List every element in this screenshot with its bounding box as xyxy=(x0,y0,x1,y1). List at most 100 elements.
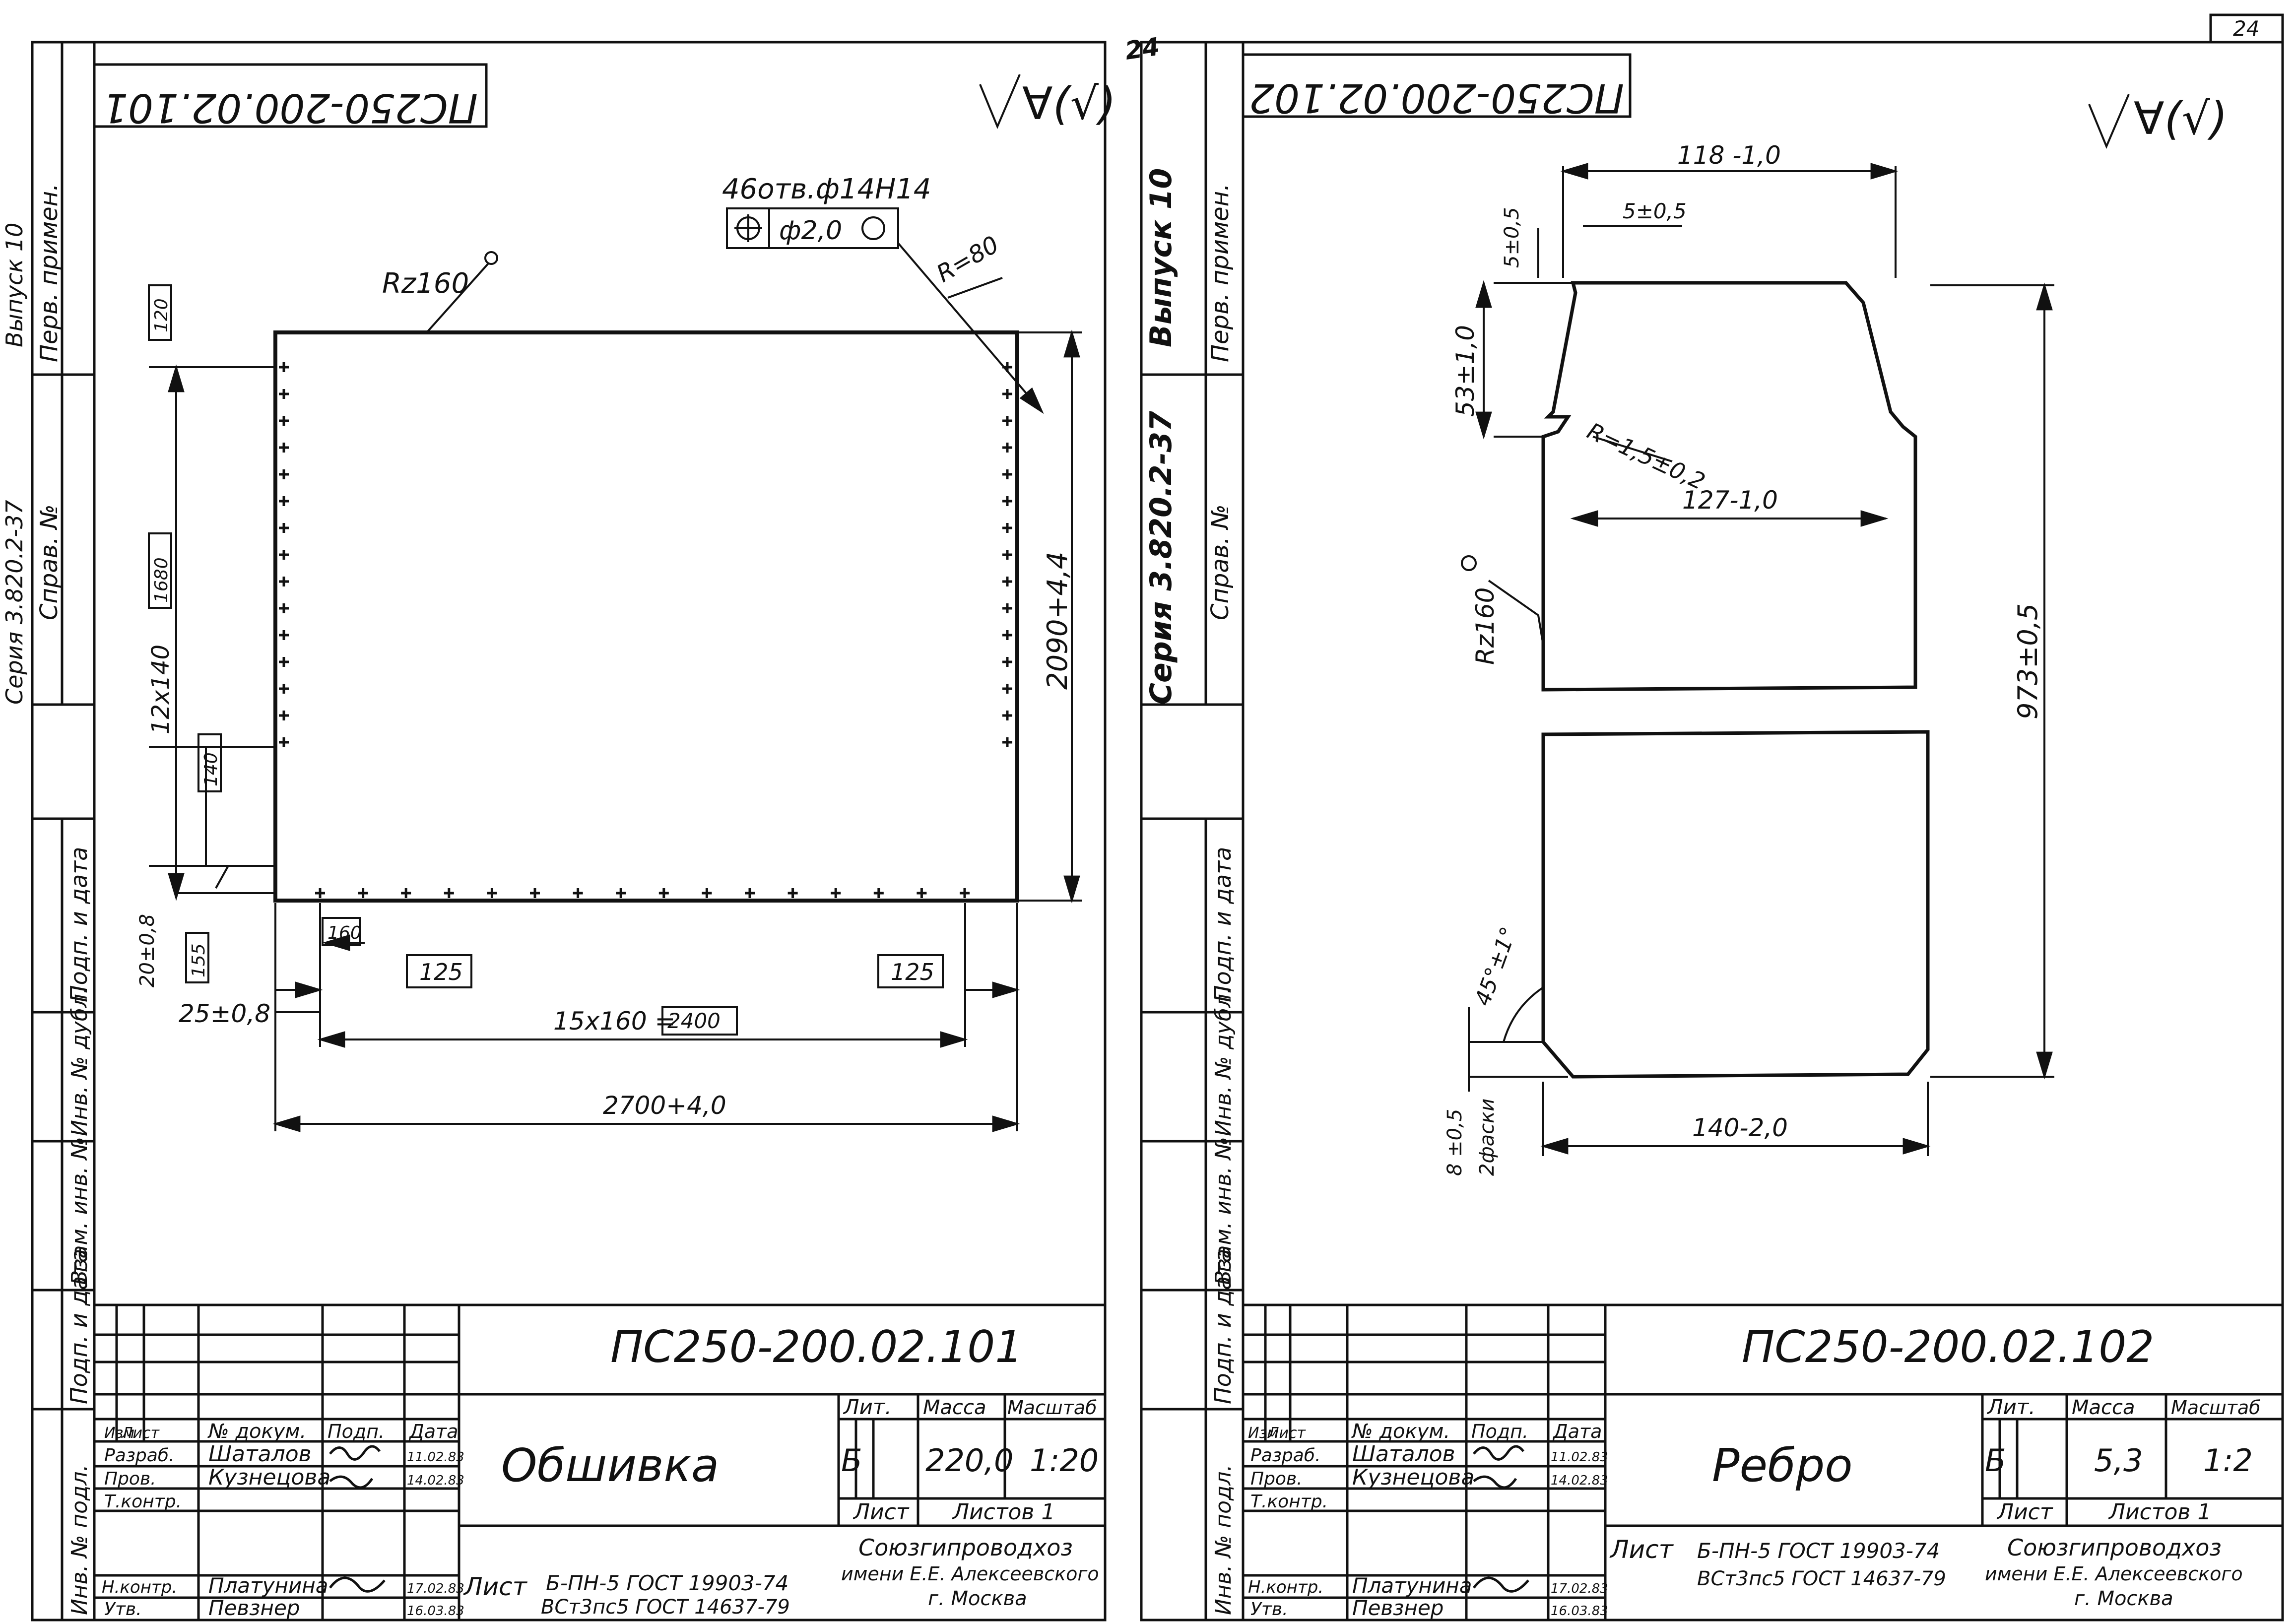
tb1-h-date: Дата xyxy=(408,1421,458,1442)
tb1-code: ПС250-200.02.101 xyxy=(610,1321,1023,1372)
left-mirrored-code: ПС250-200.02.101 xyxy=(103,85,478,131)
sign-date-label-1: Подп. и дата xyxy=(66,847,92,1002)
hole-mark xyxy=(279,362,289,372)
tb1-material-2: ВСт3пс5 ГОСТ 14637-79 xyxy=(541,1596,790,1619)
tb1-role-0: Разраб. xyxy=(104,1445,174,1466)
rib-dim-5v: 5±0,5 xyxy=(1501,207,1523,268)
dim-1680: 1680 xyxy=(151,557,172,603)
dim-125-right: 125 xyxy=(891,959,934,985)
tb2-role-0: Разраб. xyxy=(1250,1445,1320,1466)
hole-mark xyxy=(658,888,669,898)
left-series-label: Серия 3.820.2-37 xyxy=(1,500,28,705)
tb1-sheets: Листов 1 xyxy=(952,1499,1055,1525)
tb2-role-1: Пров. xyxy=(1250,1469,1303,1489)
ref-no-label-r: Справ. № xyxy=(1206,504,1234,620)
tb1-name-1: Кузнецова xyxy=(208,1465,330,1490)
tb2-org-1: Союзгипроводхоз xyxy=(2007,1534,2222,1561)
first-use-label: Перв. примен. xyxy=(35,184,63,362)
tb1-date-5: 16.03.83 xyxy=(407,1604,464,1619)
tb1-role-2: Т.контр. xyxy=(104,1492,182,1512)
hole-mark xyxy=(279,630,289,640)
hole-mark xyxy=(279,496,289,506)
tb2-material-2: ВСт3пс5 ГОСТ 14637-79 xyxy=(1697,1567,1946,1590)
hole-mark xyxy=(1002,416,1012,426)
hole-mark xyxy=(487,888,497,898)
hole-mark xyxy=(279,711,289,720)
tb1-role-5: Утв. xyxy=(104,1599,142,1620)
tb1-h-izm: Изм xyxy=(104,1425,134,1442)
hole-mark xyxy=(315,888,325,898)
tb1-material-1: Б-ПН-5 ГОСТ 19903-74 xyxy=(546,1571,788,1595)
hole-marks xyxy=(279,362,1012,898)
left-mirrored-code-box xyxy=(93,63,488,128)
hole-mark xyxy=(745,888,755,898)
dim-12x140: 12x140 xyxy=(147,645,175,734)
rib-roughness: Rz160 xyxy=(1471,587,1500,665)
sign-date-label-r2: Подп. и дата xyxy=(1209,1249,1236,1404)
dim-140: 140 xyxy=(201,752,221,786)
tb2-org-2: имени Е.Е. Алексеевского xyxy=(1985,1563,2243,1585)
hole-mark xyxy=(279,550,289,560)
hole-mark xyxy=(401,888,411,898)
tb1-lit-header: Лит. xyxy=(843,1395,892,1419)
tb1-material-label: Лист xyxy=(463,1572,528,1601)
hole-mark xyxy=(1002,630,1012,640)
page-number-small: 24 xyxy=(1123,32,1162,65)
hole-mark xyxy=(279,737,289,747)
rib-angle: 45°±1° xyxy=(1470,923,1521,1009)
first-use-label-r: Перв. примен. xyxy=(1206,184,1234,362)
hole-mark xyxy=(1002,389,1012,399)
inv-orig-label: Инв. № подл. xyxy=(67,1464,92,1615)
tb2-h-sign: Подп. xyxy=(1471,1421,1528,1442)
hole-mark xyxy=(358,888,368,898)
hole-mark xyxy=(279,603,289,613)
hole-mark xyxy=(1002,657,1012,667)
tb2-h-doc: № докум. xyxy=(1351,1420,1450,1443)
tb1-mass-header: Масса xyxy=(923,1396,986,1419)
tb1-h-sign: Подп. xyxy=(328,1421,385,1442)
tb2-role-2: Т.контр. xyxy=(1250,1492,1328,1512)
tb2-h-date: Дата xyxy=(1552,1421,1602,1442)
tb2-sheet: Лист xyxy=(1996,1499,2053,1525)
hole-mark xyxy=(530,888,540,898)
hole-mark xyxy=(960,888,970,898)
dim-125-left: 125 xyxy=(419,959,463,985)
tb2-date-4: 17.02.83 xyxy=(1551,1581,1608,1596)
tb2-material-label: Лист xyxy=(1609,1535,1674,1564)
tb1-name: Обшивка xyxy=(501,1439,719,1492)
hole-mark xyxy=(279,416,289,426)
right-drawing-frame xyxy=(1242,41,2284,1622)
left-roughness-symbol: ∀(√) xyxy=(1022,78,1116,130)
rib-dim-118: 118 -1,0 xyxy=(1677,141,1781,170)
dim-155: 155 xyxy=(189,943,209,977)
dim-2700: 2700+4,0 xyxy=(603,1091,726,1120)
position-tolerance: ф2,0 xyxy=(779,216,842,246)
tb2-material-1: Б-ПН-5 ГОСТ 19903-74 xyxy=(1697,1539,1940,1563)
tb2-org-3: г. Москва xyxy=(2074,1587,2173,1610)
rib-radius: R=1,5±0,2 xyxy=(1583,417,1709,495)
tb1-name-0: Шаталов xyxy=(208,1441,312,1467)
hole-mark xyxy=(279,443,289,453)
tb1-date-4: 17.02.83 xyxy=(407,1581,464,1596)
hole-mark xyxy=(787,888,798,898)
tb1-date-0: 11.02.83 xyxy=(407,1450,464,1465)
rib-dim-140: 140-2,0 xyxy=(1692,1113,1788,1142)
tb2-h-izm: Изм xyxy=(1248,1425,1278,1442)
tb1-role-4: Н.контр. xyxy=(102,1577,177,1597)
sign-date-label-r1: Подп. и дата xyxy=(1209,847,1236,1002)
hole-mark xyxy=(279,523,289,533)
tb2-name-1: Кузнецова xyxy=(1352,1465,1474,1490)
tb2-role-5: Утв. xyxy=(1250,1599,1288,1620)
hole-mark xyxy=(573,888,583,898)
hole-mark xyxy=(279,577,289,586)
tb1-date-1: 14.02.83 xyxy=(407,1473,464,1488)
rib-chamfers-bottom: 2фаски xyxy=(1476,1099,1499,1176)
tb2-scale: 1:2 xyxy=(2203,1442,2253,1479)
inv-dupl-label: Инв. № дубл. xyxy=(67,987,92,1136)
replace-inv-label: Взам. инв. № xyxy=(67,1137,92,1285)
tb2-mass: 5,3 xyxy=(2094,1442,2143,1479)
tb2-code: ПС250-200.02.102 xyxy=(1742,1321,2154,1372)
hole-mark xyxy=(873,888,884,898)
dim-2400: 2400 xyxy=(667,1009,721,1033)
